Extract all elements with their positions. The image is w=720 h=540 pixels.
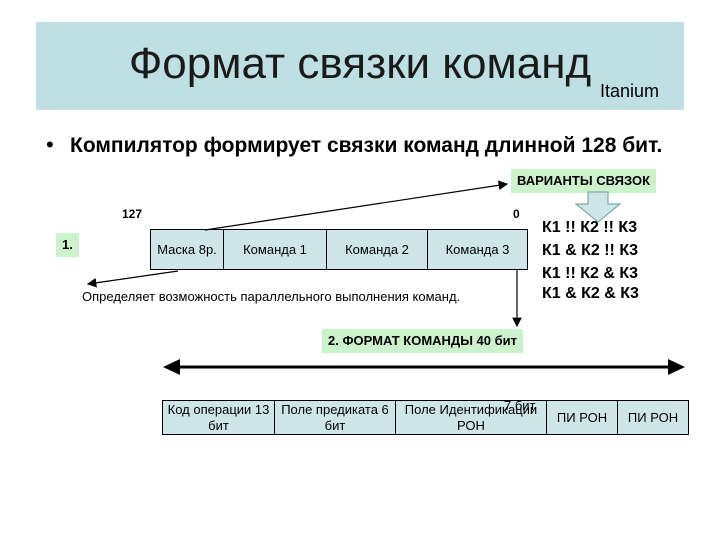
parallel-caption: Определяет возможность параллельного вып… xyxy=(82,289,461,304)
variant-item: К1 & К2 & К3 xyxy=(542,285,639,302)
bit-low-label: 0 xyxy=(513,207,520,221)
span-arrow-left-head xyxy=(163,359,180,375)
format-label: 2. ФОРМАТ КОМАНДЫ 40 бит xyxy=(322,329,523,353)
bullet-icon: • xyxy=(46,132,54,157)
register-pi-field-2: ПИ РОН xyxy=(617,400,689,435)
down-arrow-icon xyxy=(574,191,622,223)
arrow-mask-to-variants xyxy=(204,180,509,231)
predicate-field: Поле предиката 6 бит xyxy=(274,400,396,435)
title-band xyxy=(36,22,684,110)
page-title: Формат связки команд xyxy=(128,39,592,88)
register-pi-field-1: ПИ РОН xyxy=(546,400,618,435)
variant-item: К1 !! К2 !! К3 xyxy=(542,219,638,236)
subtitle: Itanium xyxy=(600,81,660,101)
bundle-command-3-field: Команда 3 xyxy=(427,229,528,270)
variant-item: К1 !! К2 & К3 xyxy=(542,265,638,282)
seven-bit-label: 7 бит xyxy=(504,398,536,413)
variants-label: ВАРИАНТЫ СВЯЗОК xyxy=(511,169,657,193)
arrow-caption-to-label xyxy=(86,270,179,288)
variant-item: К1 & К2 !! К3 xyxy=(542,242,638,259)
span-arrow-right-head xyxy=(668,359,685,375)
opcode-field: Код операции 13 бит xyxy=(162,400,275,435)
bundle-command-2-field: Команда 2 xyxy=(326,229,428,270)
bullet-text: Компилятор формирует связки команд длинн… xyxy=(70,134,663,157)
section-1-label: 1. xyxy=(56,233,79,257)
bit-high-label: 127 xyxy=(122,207,143,221)
bundle-command-1-field: Команда 1 xyxy=(223,229,327,270)
register-id-field: Поле Идентификации РОН xyxy=(395,400,547,435)
bundle-mask-field: Маска 8р. xyxy=(150,229,224,270)
